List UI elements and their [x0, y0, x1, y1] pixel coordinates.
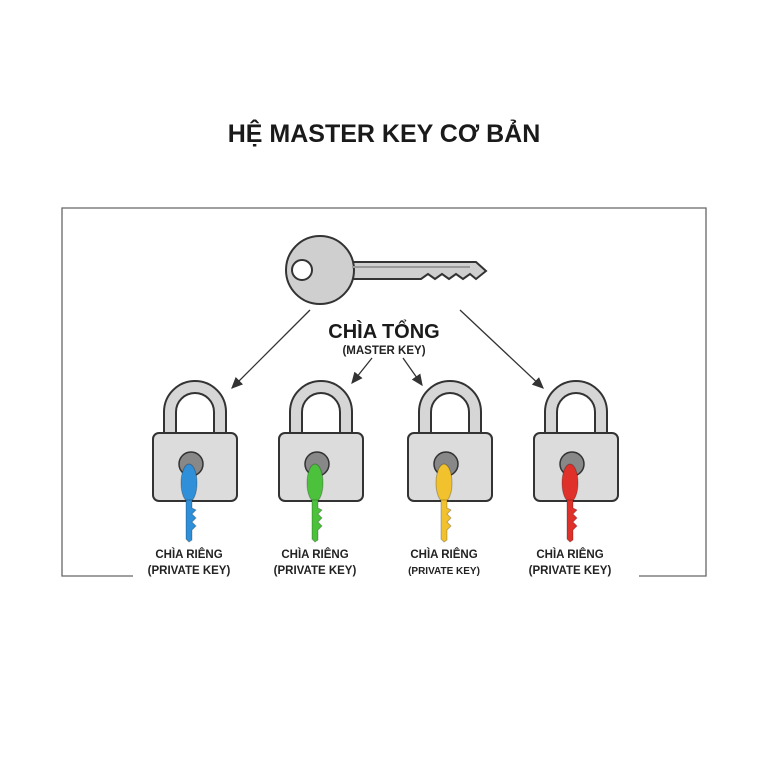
- private-key-label: CHÌA RIÊNG: [155, 548, 222, 561]
- arrow-to-lock-2: [351, 357, 373, 385]
- master-key-sublabel: (MASTER KEY): [342, 345, 425, 357]
- private-key-label: CHÌA RIÊNG: [281, 548, 348, 561]
- diagram-title: HỆ MASTER KEY CƠ BẢN: [228, 118, 541, 148]
- private-key-icon: [180, 463, 198, 543]
- arrow-to-lock-3: [402, 357, 423, 387]
- shackle-icon: [163, 380, 227, 435]
- private-key-label: CHÌA RIÊNG: [536, 548, 603, 561]
- arrows: [231, 309, 544, 389]
- padlock-1: CHÌA RIÊNG (PRIVATE KEY): [148, 380, 238, 577]
- padlock-4: CHÌA RIÊNG (PRIVATE KEY): [529, 380, 619, 577]
- padlock-3: CHÌA RIÊNG (PRIVATE KEY): [407, 380, 493, 577]
- private-key-icon: [561, 463, 579, 543]
- padlock-2: CHÌA RIÊNG (PRIVATE KEY): [274, 380, 364, 577]
- shackle-icon: [418, 380, 482, 435]
- private-key-sublabel: (PRIVATE KEY): [408, 566, 480, 577]
- private-key-sublabel: (PRIVATE KEY): [529, 565, 612, 577]
- private-key-sublabel: (PRIVATE KEY): [274, 565, 357, 577]
- private-key-icon: [435, 463, 453, 543]
- arrow-to-lock-4: [459, 309, 544, 389]
- private-key-icon: [306, 463, 324, 543]
- master-key-icon: [285, 235, 488, 305]
- private-key-sublabel: (PRIVATE KEY): [148, 565, 231, 577]
- frame: [61, 207, 707, 577]
- shackle-icon: [289, 380, 353, 435]
- shackle-icon: [544, 380, 608, 435]
- arrow-to-lock-1: [231, 309, 311, 389]
- master-key-label: CHÌA TỔNG: [328, 319, 439, 343]
- private-key-label: CHÌA RIÊNG: [410, 548, 477, 561]
